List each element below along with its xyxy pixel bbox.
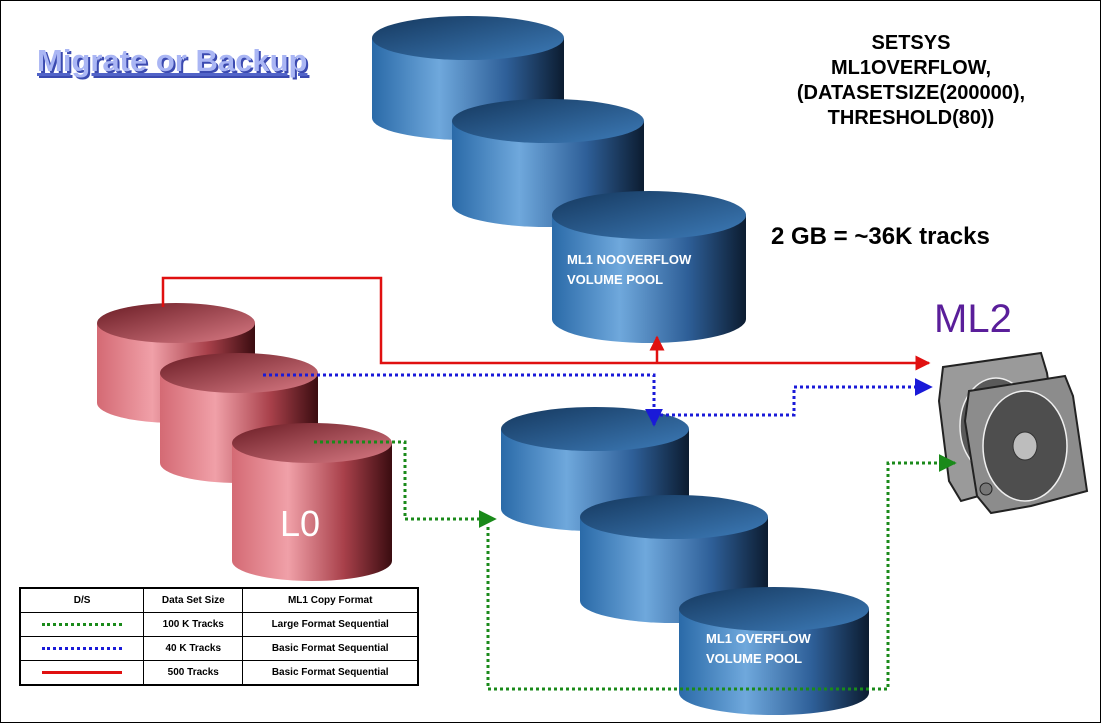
red-path-to-ml2 bbox=[161, 276, 931, 371]
table-row: 100 K Tracks Large Format Sequential bbox=[19, 612, 419, 637]
red-solid-line-sample bbox=[42, 671, 123, 674]
pool-label-line: ML1 OVERFLOW bbox=[706, 631, 811, 646]
green-path-to-overflow bbox=[314, 440, 497, 528]
overflow-pool-label: ML1 OVERFLOW VOLUME POOL bbox=[706, 629, 811, 669]
table-row: 500 Tracks Basic Format Sequential bbox=[19, 660, 419, 686]
l0-cylinder-3 bbox=[232, 423, 392, 581]
legend-table: D/S Data Set Size ML1 Copy Format 100 K … bbox=[19, 587, 419, 686]
pool-label-line: ML1 NOOVERFLOW bbox=[567, 252, 692, 267]
table-row: 40 K Tracks Basic Format Sequential bbox=[19, 636, 419, 661]
legend-format: Large Format Sequential bbox=[242, 612, 419, 637]
setsys-line: (DATASETSIZE(200000), bbox=[796, 82, 1026, 104]
blue-path-to-overflow bbox=[263, 373, 663, 427]
setsys-line: THRESHOLD(80)) bbox=[827, 107, 995, 129]
setsys-line: SETSYS bbox=[871, 32, 951, 54]
legend-header-ds: D/S bbox=[19, 587, 145, 613]
blue-dotted-line-sample bbox=[42, 647, 123, 650]
legend-format: Basic Format Sequential bbox=[242, 660, 419, 686]
legend-header-size: Data Set Size bbox=[143, 587, 244, 613]
legend-header-format: ML1 Copy Format bbox=[242, 587, 419, 613]
ml2-label: ML2 bbox=[934, 297, 1012, 341]
blue-path-to-ml2 bbox=[654, 378, 933, 417]
track-size-note: 2 GB = ~36K tracks bbox=[771, 223, 990, 250]
legend-size: 500 Tracks bbox=[143, 660, 244, 686]
nooverflow-pool-label: ML1 NOOVERFLOW VOLUME POOL bbox=[567, 250, 691, 290]
ml1-nooverflow-cylinder-3 bbox=[552, 191, 746, 343]
ml1-nooverflow-cylinder-2 bbox=[452, 99, 644, 227]
green-path-overflow-to-ml2 bbox=[486, 454, 957, 691]
legend-format: Basic Format Sequential bbox=[242, 636, 419, 661]
legend-size: 100 K Tracks bbox=[143, 612, 244, 637]
green-dotted-line-sample bbox=[42, 623, 123, 626]
ml1-overflow-cylinder-3 bbox=[679, 587, 869, 715]
legend-size: 40 K Tracks bbox=[143, 636, 244, 661]
setsys-line: ML1OVERFLOW, bbox=[831, 57, 991, 79]
l0-label: L0 bbox=[280, 503, 321, 544]
page-title: Migrate or Backup bbox=[37, 43, 308, 78]
pool-label-line: VOLUME POOL bbox=[567, 272, 664, 287]
ml1-overflow-cylinder-2 bbox=[580, 495, 768, 623]
pool-label-line: VOLUME POOL bbox=[706, 651, 803, 666]
ml2-tape-cartridge-front bbox=[963, 374, 1089, 515]
setsys-command: SETSYS ML1OVERFLOW, (DATASETSIZE(200000)… bbox=[761, 31, 1061, 131]
